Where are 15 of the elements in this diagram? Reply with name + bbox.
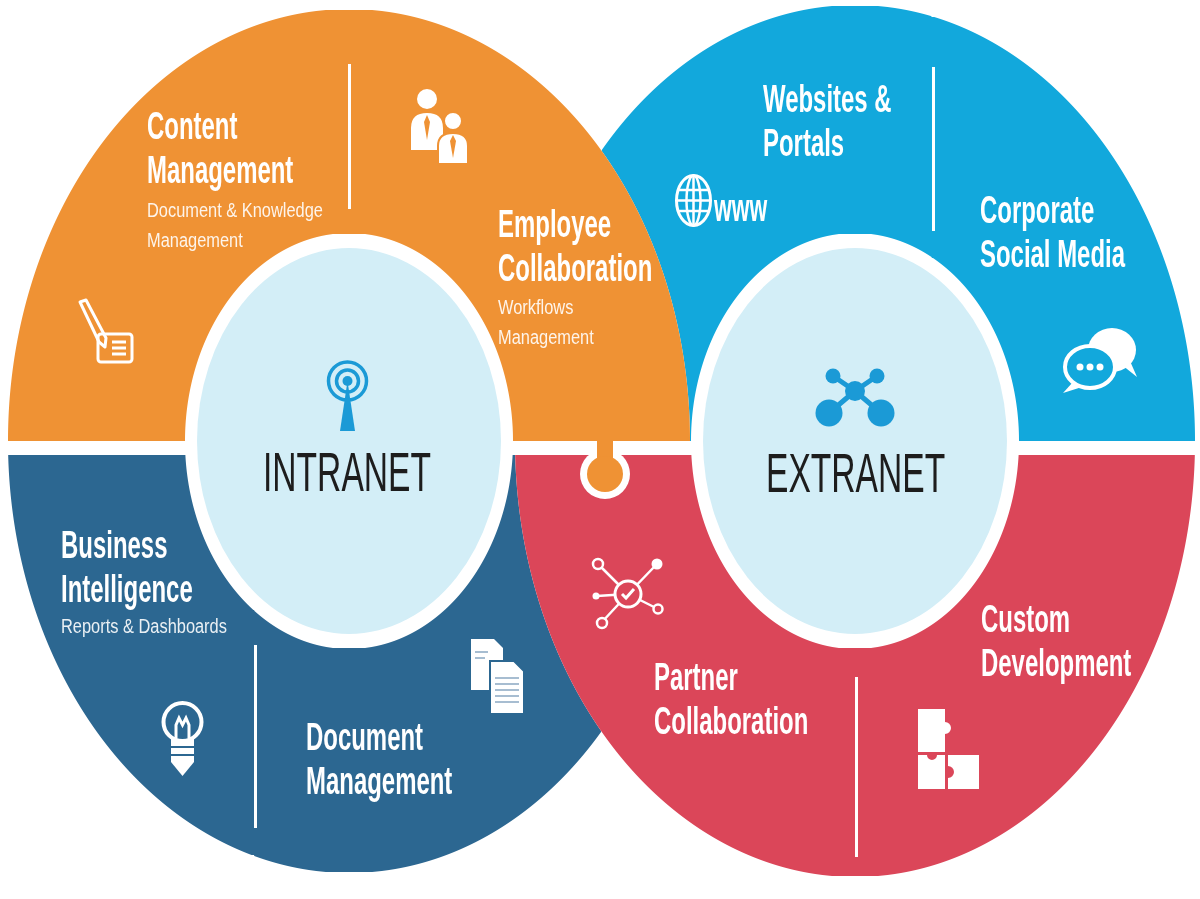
segment-title: Document Management	[306, 715, 454, 803]
segment-title: Corporate Social Media	[980, 188, 1127, 276]
segment-title: Partner Collaboration	[654, 655, 809, 743]
segment-title: Websites & Portals	[763, 77, 893, 165]
segment-subtitle: Reports & Dashboards	[61, 614, 228, 639]
segment-title: Content Management	[147, 104, 295, 192]
segment-title: Employee Collaboration	[498, 202, 653, 290]
circle-title: INTRANET	[263, 442, 432, 502]
circle-title: EXTRANET	[766, 443, 946, 503]
segment-title: Business Intelligence	[61, 523, 194, 611]
segment-subtitle: Document & Knowledge Management	[147, 198, 324, 253]
segment-subtitle: Workflows Management	[498, 295, 595, 350]
globe-caption: www	[714, 186, 768, 230]
ring-segment	[8, 455, 254, 855]
segment-title: Custom Development	[981, 597, 1133, 685]
